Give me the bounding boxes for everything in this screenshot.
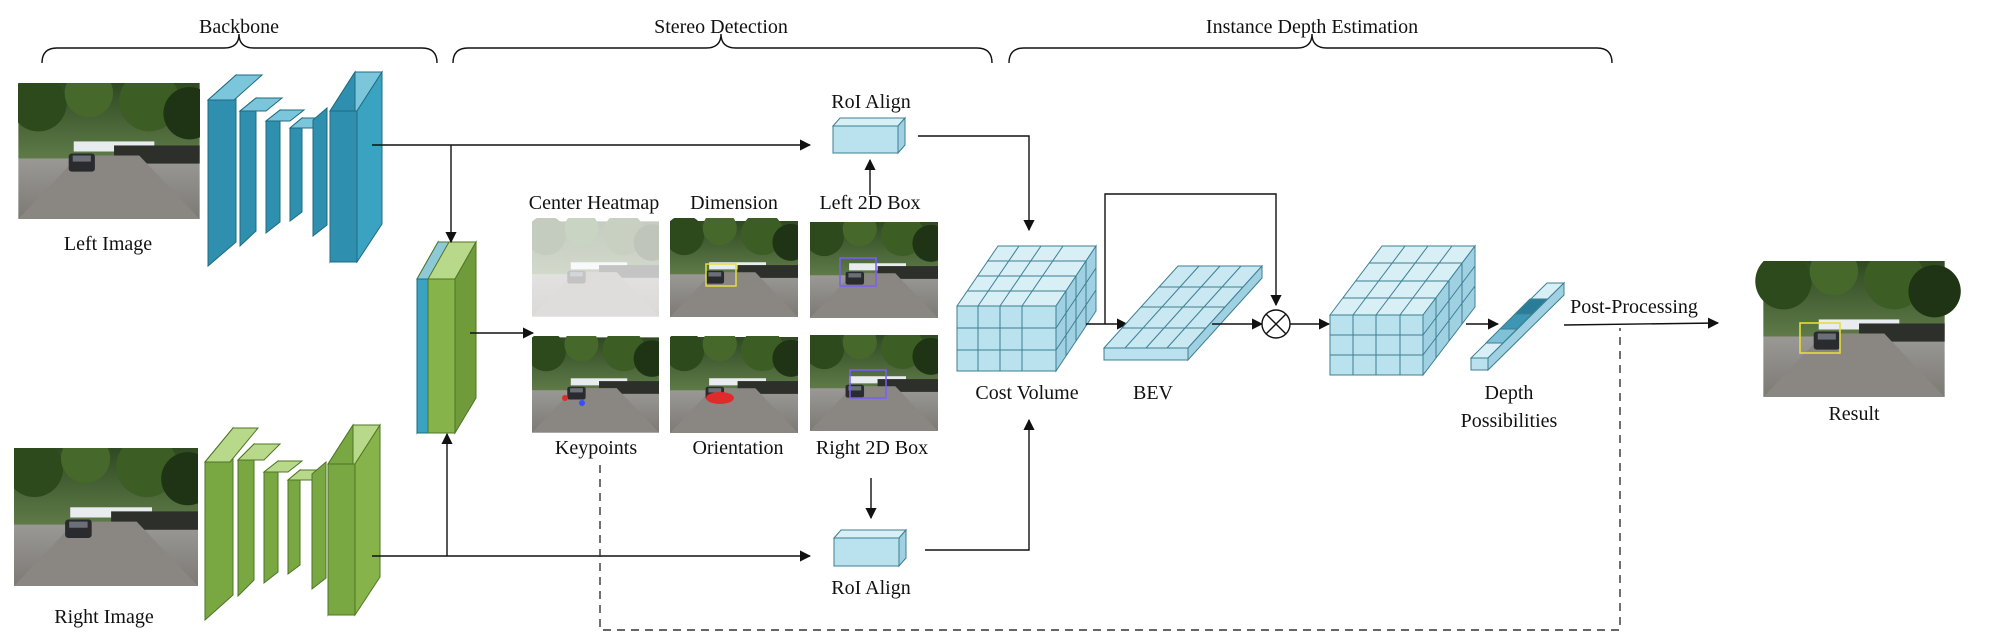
- fused-feature-block: [416, 240, 477, 435]
- right-image-thumbnail: [14, 448, 198, 586]
- instance-depth-brace: [1008, 33, 1613, 64]
- roi-align-top-block: [831, 116, 907, 155]
- left-2d-box-label: Left 2D Box: [819, 192, 920, 214]
- stereo-detection-brace: [452, 33, 993, 64]
- section-label-backbone: Backbone: [199, 16, 279, 38]
- left-backbone-blocks: [206, 70, 383, 268]
- right-backbone-blocks: [203, 423, 381, 622]
- bev-label: BEV: [1133, 382, 1174, 404]
- bev-block: [1102, 264, 1264, 362]
- roi-align-top-label: RoI Align: [831, 91, 910, 113]
- depth-possibilities-label-line1: Depth: [1485, 382, 1534, 404]
- result-label: Result: [1828, 403, 1880, 425]
- bev-skip-line: [1104, 193, 1282, 324]
- post-processing-label: Post-Processing: [1570, 296, 1698, 318]
- center-heatmap-thumbnail: [532, 218, 659, 317]
- section-label-stereo-detection: Stereo Detection: [654, 16, 788, 38]
- right-image-label: Right Image: [54, 606, 154, 628]
- result-thumbnail: [1755, 261, 1961, 397]
- roi-align-bottom-label: RoI Align: [831, 577, 910, 599]
- roi-align-bottom-block: [832, 528, 908, 568]
- instance-volume-block: [1328, 244, 1477, 377]
- center-heatmap-label: Center Heatmap: [529, 192, 660, 214]
- keypoints-label: Keypoints: [555, 437, 637, 459]
- roi-top-to-cost-arrow: [918, 135, 1035, 232]
- dimension-thumbnail: [670, 218, 798, 317]
- dimension-label: Dimension: [690, 192, 778, 214]
- orientation-thumbnail: [670, 336, 798, 433]
- left-image-thumbnail: [18, 83, 200, 219]
- depth-possibilities-block: [1469, 281, 1566, 372]
- multiply-operator-icon: [1261, 309, 1291, 339]
- keypoints-thumbnail: [532, 336, 659, 433]
- cost-volume-label: Cost Volume: [975, 382, 1078, 404]
- section-label-instance-depth: Instance Depth Estimation: [1206, 16, 1418, 38]
- roi-bottom-to-cost-arrow: [925, 418, 1035, 551]
- right-2d-box-thumbnail: [810, 335, 938, 431]
- detection-to-postprocess-dashed-line: [599, 328, 1621, 631]
- right-2d-box-label: Right 2D Box: [816, 437, 928, 459]
- backbone-brace: [41, 33, 438, 64]
- orientation-label: Orientation: [692, 437, 783, 459]
- left-image-label: Left Image: [64, 233, 152, 255]
- cost-volume-block: [956, 244, 1097, 373]
- left-2d-box-thumbnail: [810, 222, 938, 318]
- depth-possibilities-label-line2: Possibilities: [1461, 410, 1558, 432]
- post-processing-arrow: [1563, 317, 1720, 329]
